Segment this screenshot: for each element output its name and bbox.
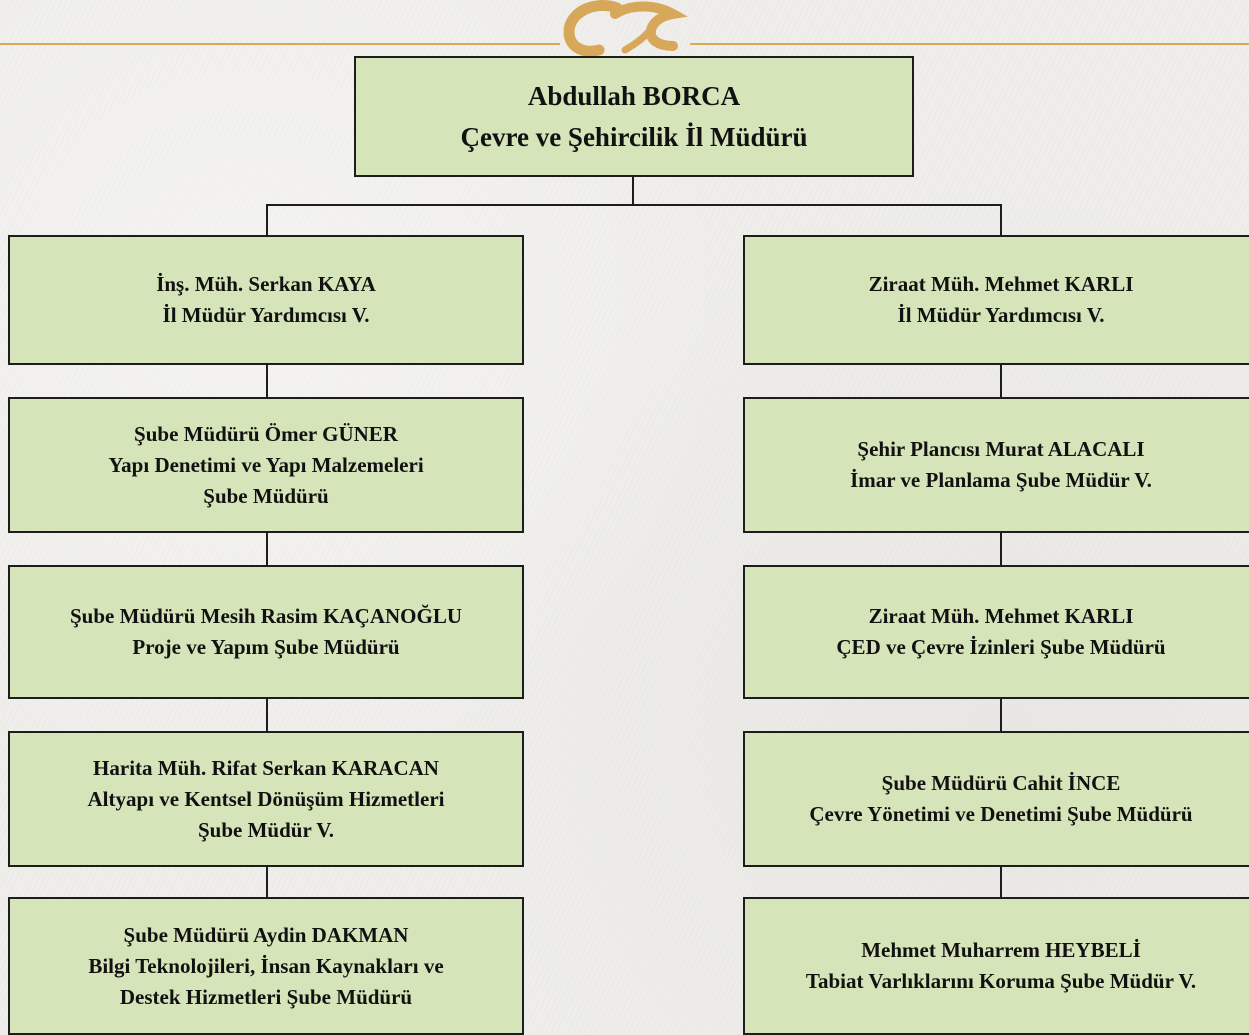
connector-root-down <box>632 176 634 205</box>
connector-left-1-2 <box>266 364 268 398</box>
node-line: Tabiat Varlıklarını Koruma Şube Müdür V. <box>805 969 1197 993</box>
connector-right-2-3 <box>1000 532 1002 566</box>
node-line: Ziraat Müh. Mehmet KARLI <box>868 604 1134 628</box>
node-line: Destek Hizmetleri Şube Müdürü <box>119 984 413 1009</box>
node-line: İl Müdür Yardımcısı V. <box>897 303 1105 327</box>
node-line: Şube Müdür V. <box>198 817 334 842</box>
connector-left-2-3 <box>266 532 268 566</box>
connector-horizontal <box>266 204 1002 206</box>
node-line: Harita Müh. Rifat Serkan KARACAN <box>93 755 439 780</box>
connector-left-4-5 <box>266 866 268 898</box>
node-line: Bilgi Teknolojileri, İnsan Kaynakları ve <box>88 953 444 978</box>
org-node-right-3: Ziraat Müh. Mehmet KARLI ÇED ve Çevre İz… <box>743 565 1249 699</box>
node-line: Ziraat Müh. Mehmet KARLI <box>868 272 1134 296</box>
header-rule-left <box>0 43 560 45</box>
node-line: Şube Müdürü <box>203 483 329 508</box>
connector-left-3-4 <box>266 698 268 732</box>
connector-right-3-4 <box>1000 698 1002 732</box>
node-line: İl Müdür Yardımcısı V. <box>162 303 370 327</box>
node-line: Şube Müdürü Ömer GÜNER <box>134 421 398 446</box>
node-line: İmar ve Planlama Şube Müdür V. <box>850 468 1152 492</box>
node-line: Şube Müdürü Mesih Rasim KAÇANOĞLU <box>69 604 463 628</box>
org-node-left-2: Şube Müdürü Ömer GÜNER Yapı Denetimi ve … <box>8 397 524 533</box>
connector-right-1-2 <box>1000 364 1002 398</box>
org-node-left-4: Harita Müh. Rifat Serkan KARACAN Altyapı… <box>8 731 524 867</box>
node-title: Çevre ve Şehircilik İl Müdürü <box>460 121 808 152</box>
node-line: Şube Müdürü Aydin DAKMAN <box>123 922 409 947</box>
org-node-right-1: Ziraat Müh. Mehmet KARLI İl Müdür Yardım… <box>743 235 1249 365</box>
org-node-left-3: Şube Müdürü Mesih Rasim KAÇANOĞLU Proje … <box>8 565 524 699</box>
node-line: Altyapı ve Kentsel Dönüşüm Hizmetleri <box>87 786 445 811</box>
connector-right-down <box>1000 204 1002 236</box>
node-line: Mehmet Muharrem HEYBELİ <box>861 938 1141 962</box>
node-line: Şube Müdürü Cahit İNCE <box>881 771 1121 795</box>
node-line: ÇED ve Çevre İzinleri Şube Müdürü <box>836 635 1166 659</box>
decorative-flourish-icon <box>563 0 688 57</box>
org-node-right-5: Mehmet Muharrem HEYBELİ Tabiat Varlıklar… <box>743 897 1249 1035</box>
node-line: Yapı Denetimi ve Yapı Malzemeleri <box>108 452 424 477</box>
org-node-left-5: Şube Müdürü Aydin DAKMAN Bilgi Teknoloji… <box>8 897 524 1035</box>
node-line: Şehir Plancısı Murat ALACALI <box>857 437 1145 461</box>
org-node-root: Abdullah BORCA Çevre ve Şehircilik İl Mü… <box>354 56 914 177</box>
connector-right-4-5 <box>1000 866 1002 898</box>
connector-left-down <box>266 204 268 236</box>
header-rule-right <box>690 43 1249 45</box>
org-node-left-1: İnş. Müh. Serkan KAYA İl Müdür Yardımcıs… <box>8 235 524 365</box>
node-line: Çevre Yönetimi ve Denetimi Şube Müdürü <box>809 802 1193 826</box>
node-line: İnş. Müh. Serkan KAYA <box>156 272 376 296</box>
node-name: Abdullah BORCA <box>527 80 741 111</box>
org-node-right-4: Şube Müdürü Cahit İNCE Çevre Yönetimi ve… <box>743 731 1249 867</box>
org-node-right-2: Şehir Plancısı Murat ALACALI İmar ve Pla… <box>743 397 1249 533</box>
node-line: Proje ve Yapım Şube Müdürü <box>132 635 400 659</box>
